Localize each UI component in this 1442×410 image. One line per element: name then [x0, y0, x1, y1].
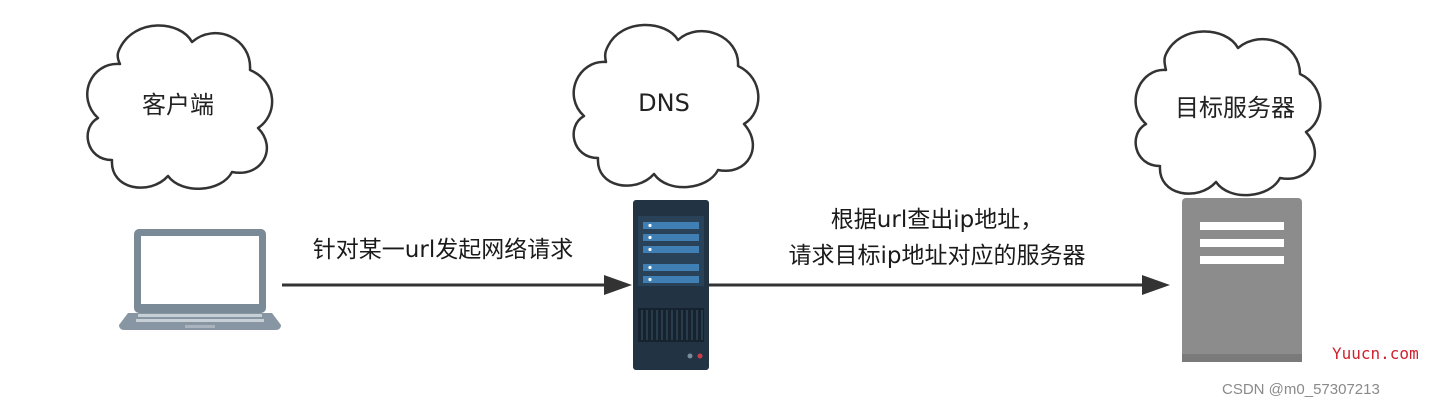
- server-stripe-3: [1200, 256, 1284, 264]
- dns-cloud-shape: [572, 23, 760, 189]
- rack-led-3: [648, 247, 652, 252]
- arrow-client-to-dns: [282, 275, 632, 295]
- server-label: 目标服务器: [1175, 94, 1295, 122]
- arrow-dns-to-server-label-line2: 请求目标ip地址对应的服务器: [789, 243, 1086, 269]
- rack-led-5: [648, 277, 652, 282]
- laptop-keyboard-row-1: [138, 314, 262, 317]
- rack-slot-1: [643, 222, 699, 229]
- site-watermark: Yuucn.com: [1332, 344, 1419, 363]
- arrow-dns-to-server-label-line1: 根据url查出ip地址，: [831, 207, 1043, 233]
- rack-led-2: [648, 235, 652, 240]
- rack-power-led-1: [687, 353, 693, 359]
- laptop-keyboard-row-2: [136, 319, 264, 322]
- rack-slot-3: [643, 246, 699, 253]
- dns-cloud: DNS: [572, 23, 760, 189]
- server-stripe-2: [1200, 239, 1284, 247]
- rack-led-4: [648, 265, 652, 270]
- server-stripe-1: [1200, 222, 1284, 230]
- laptop-screen: [141, 236, 259, 304]
- client-cloud: 客户端: [86, 24, 274, 190]
- arrow-dns-to-server: [709, 275, 1170, 295]
- server-box-icon: [1182, 198, 1302, 362]
- dns-label: DNS: [638, 89, 690, 117]
- rack-vent: [638, 308, 704, 342]
- csdn-watermark: CSDN @m0_57307213: [1222, 381, 1380, 398]
- server-cloud: 目标服务器: [1134, 30, 1322, 197]
- client-label: 客户端: [142, 91, 214, 119]
- client-cloud-shape: [86, 24, 274, 190]
- rack-slot-4: [643, 264, 699, 271]
- laptop-icon: [119, 229, 281, 330]
- rack-slot-2: [643, 234, 699, 241]
- arrow-client-to-dns-head: [604, 275, 632, 295]
- server-box-bottom-shade: [1182, 354, 1302, 362]
- arrow-dns-to-server-head: [1142, 275, 1170, 295]
- laptop-touchpad: [185, 325, 215, 328]
- dns-rack-icon: [633, 200, 709, 370]
- rack-vent-lines: [641, 310, 703, 340]
- rack-power-led-2: [697, 353, 703, 359]
- rack-led-1: [648, 223, 652, 228]
- rack-slot-5: [643, 276, 699, 283]
- arrow-client-to-dns-label: 针对某一url发起网络请求: [313, 237, 573, 263]
- server-cloud-shape: [1134, 30, 1322, 197]
